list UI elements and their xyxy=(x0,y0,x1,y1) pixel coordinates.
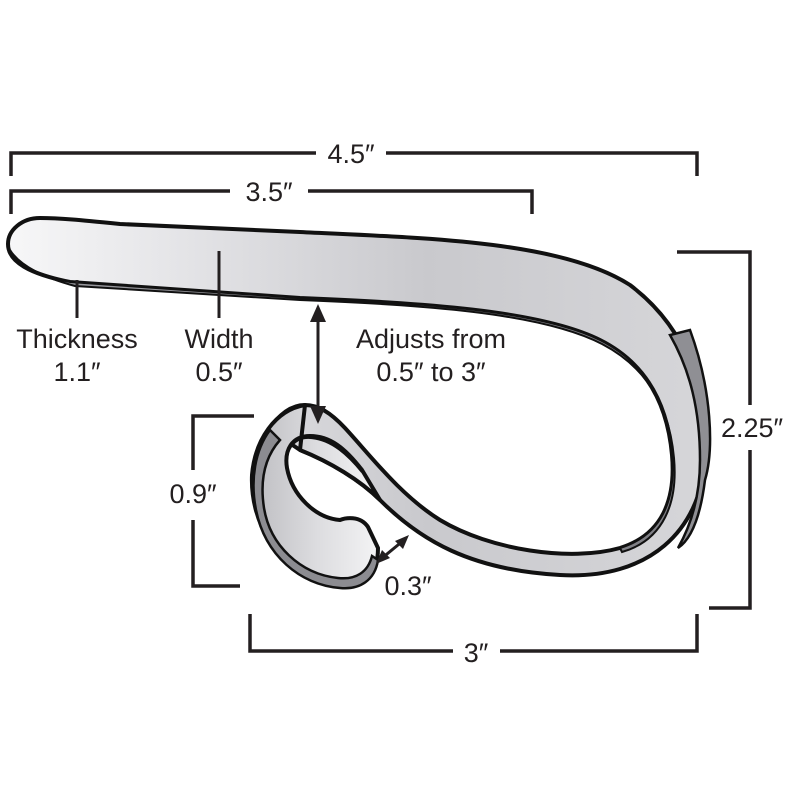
clip-bend-side xyxy=(668,328,712,550)
thickness-label: Thickness xyxy=(16,324,138,354)
dimension-bottom-width: 3″ xyxy=(248,614,699,668)
width-label: Width xyxy=(184,324,253,354)
adjusts-line1: Adjusts from xyxy=(356,324,506,354)
clip-band-edge xyxy=(9,249,676,554)
adjusts-line2: 0.5″ to 3″ xyxy=(376,357,486,387)
dimension-overall-length: 4.5″ xyxy=(9,139,699,176)
dimension-straight-length: 3.5″ xyxy=(9,177,534,214)
dimension-gap: 0.3″ xyxy=(376,535,432,601)
dimension-curl-height: 0.9″ xyxy=(169,414,254,588)
dimension-label-3-5: 3.5″ xyxy=(245,177,293,207)
callout-adjusts: Adjusts from 0.5″ to 3″ xyxy=(356,324,506,387)
callout-thickness: Thickness 1.1″ xyxy=(16,280,138,387)
clip-shape xyxy=(6,216,712,590)
arrow-down-icon xyxy=(310,406,326,424)
gap-arrowhead-right-icon xyxy=(395,535,409,549)
dimension-label-0-3: 0.3″ xyxy=(384,571,432,601)
adjustment-arrow xyxy=(310,304,326,424)
dimension-label-3: 3″ xyxy=(464,638,489,668)
dimension-height: 2.25″ xyxy=(677,250,784,610)
clip-curl-inner-line xyxy=(285,436,363,473)
dimension-label-4-5: 4.5″ xyxy=(327,139,375,169)
dimension-label-2-25: 2.25″ xyxy=(721,413,784,443)
thickness-value: 1.1″ xyxy=(53,357,101,387)
width-value: 0.5″ xyxy=(195,357,243,387)
gap-arrowhead-left-icon xyxy=(376,550,390,564)
callout-width: Width 0.5″ xyxy=(184,251,254,387)
dimension-label-0-9: 0.9″ xyxy=(169,479,217,509)
arrow-up-icon xyxy=(310,304,326,322)
